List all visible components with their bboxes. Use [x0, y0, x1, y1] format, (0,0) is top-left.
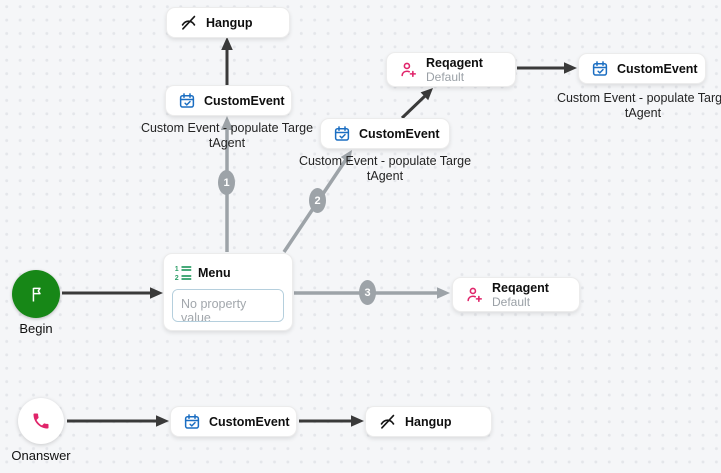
person-plus-icon — [399, 60, 418, 79]
node-customevent-top[interactable]: CustomEvent — [165, 85, 292, 116]
edge-reqagent-top-to-customevent-right[interactable] — [517, 62, 577, 74]
edge-customevent-top-to-hangup[interactable] — [221, 37, 233, 85]
node-title: Hangup — [206, 15, 253, 30]
svg-text:2: 2 — [175, 274, 179, 282]
node-subtitle: Default — [492, 294, 531, 309]
node-menu[interactable]: 1 2 Menu — [163, 253, 293, 331]
calendar-check-icon — [183, 413, 201, 431]
onanswer-label: Onanswer — [11, 448, 71, 463]
node-title: Reqagent — [492, 280, 549, 295]
node-reqagent-top[interactable]: Reqagent Default — [386, 52, 516, 87]
node-hangup-bottom[interactable]: Hangup — [365, 406, 492, 437]
node-subtitle: Default — [426, 69, 465, 84]
node-caption: Custom Event - populate Targe tAgent — [556, 91, 721, 120]
node-title: CustomEvent — [204, 93, 285, 108]
calendar-check-icon — [591, 60, 609, 78]
menu-property-input[interactable] — [172, 289, 284, 322]
node-title: CustomEvent — [209, 414, 290, 429]
node-customevent-bottom[interactable]: CustomEvent — [170, 406, 297, 437]
edge-customevent-mid-to-reqagent-top[interactable] — [400, 88, 433, 120]
edge-badge-3[interactable]: 3 — [359, 280, 376, 305]
svg-text:1: 1 — [175, 265, 179, 273]
edge-badge-1[interactable]: 1 — [218, 170, 235, 195]
node-title: Menu — [198, 266, 231, 280]
edge-begin-to-menu[interactable] — [62, 287, 163, 299]
node-begin[interactable] — [12, 270, 60, 318]
node-title: CustomEvent — [617, 61, 698, 76]
edge-customevent-bottom-to-hangup-bottom[interactable] — [299, 415, 364, 427]
calendar-check-icon — [333, 125, 351, 143]
node-caption: Custom Event - populate Targe tAgent — [298, 154, 472, 183]
node-onanswer[interactable] — [18, 398, 64, 444]
node-caption: Custom Event - populate Targe tAgent — [140, 121, 314, 150]
hangup-icon — [179, 13, 198, 32]
flag-icon — [26, 284, 47, 305]
phone-icon — [31, 411, 51, 431]
edge-onanswer-to-customevent-bottom[interactable] — [67, 415, 169, 427]
node-title: Hangup — [405, 414, 452, 429]
calendar-check-icon — [178, 92, 196, 110]
node-title: Reqagent — [426, 55, 483, 70]
numbered-list-icon: 1 2 — [174, 264, 192, 282]
node-reqagent-right[interactable]: Reqagent Default — [452, 277, 580, 312]
node-customevent-mid[interactable]: CustomEvent — [320, 118, 450, 149]
node-title: CustomEvent — [359, 126, 440, 141]
person-plus-icon — [465, 285, 484, 304]
hangup-icon — [378, 412, 397, 431]
node-hangup-top[interactable]: Hangup — [166, 7, 290, 38]
begin-label: Begin — [19, 321, 53, 336]
edge-badge-2[interactable]: 2 — [309, 188, 326, 213]
node-customevent-right[interactable]: CustomEvent — [578, 53, 706, 84]
